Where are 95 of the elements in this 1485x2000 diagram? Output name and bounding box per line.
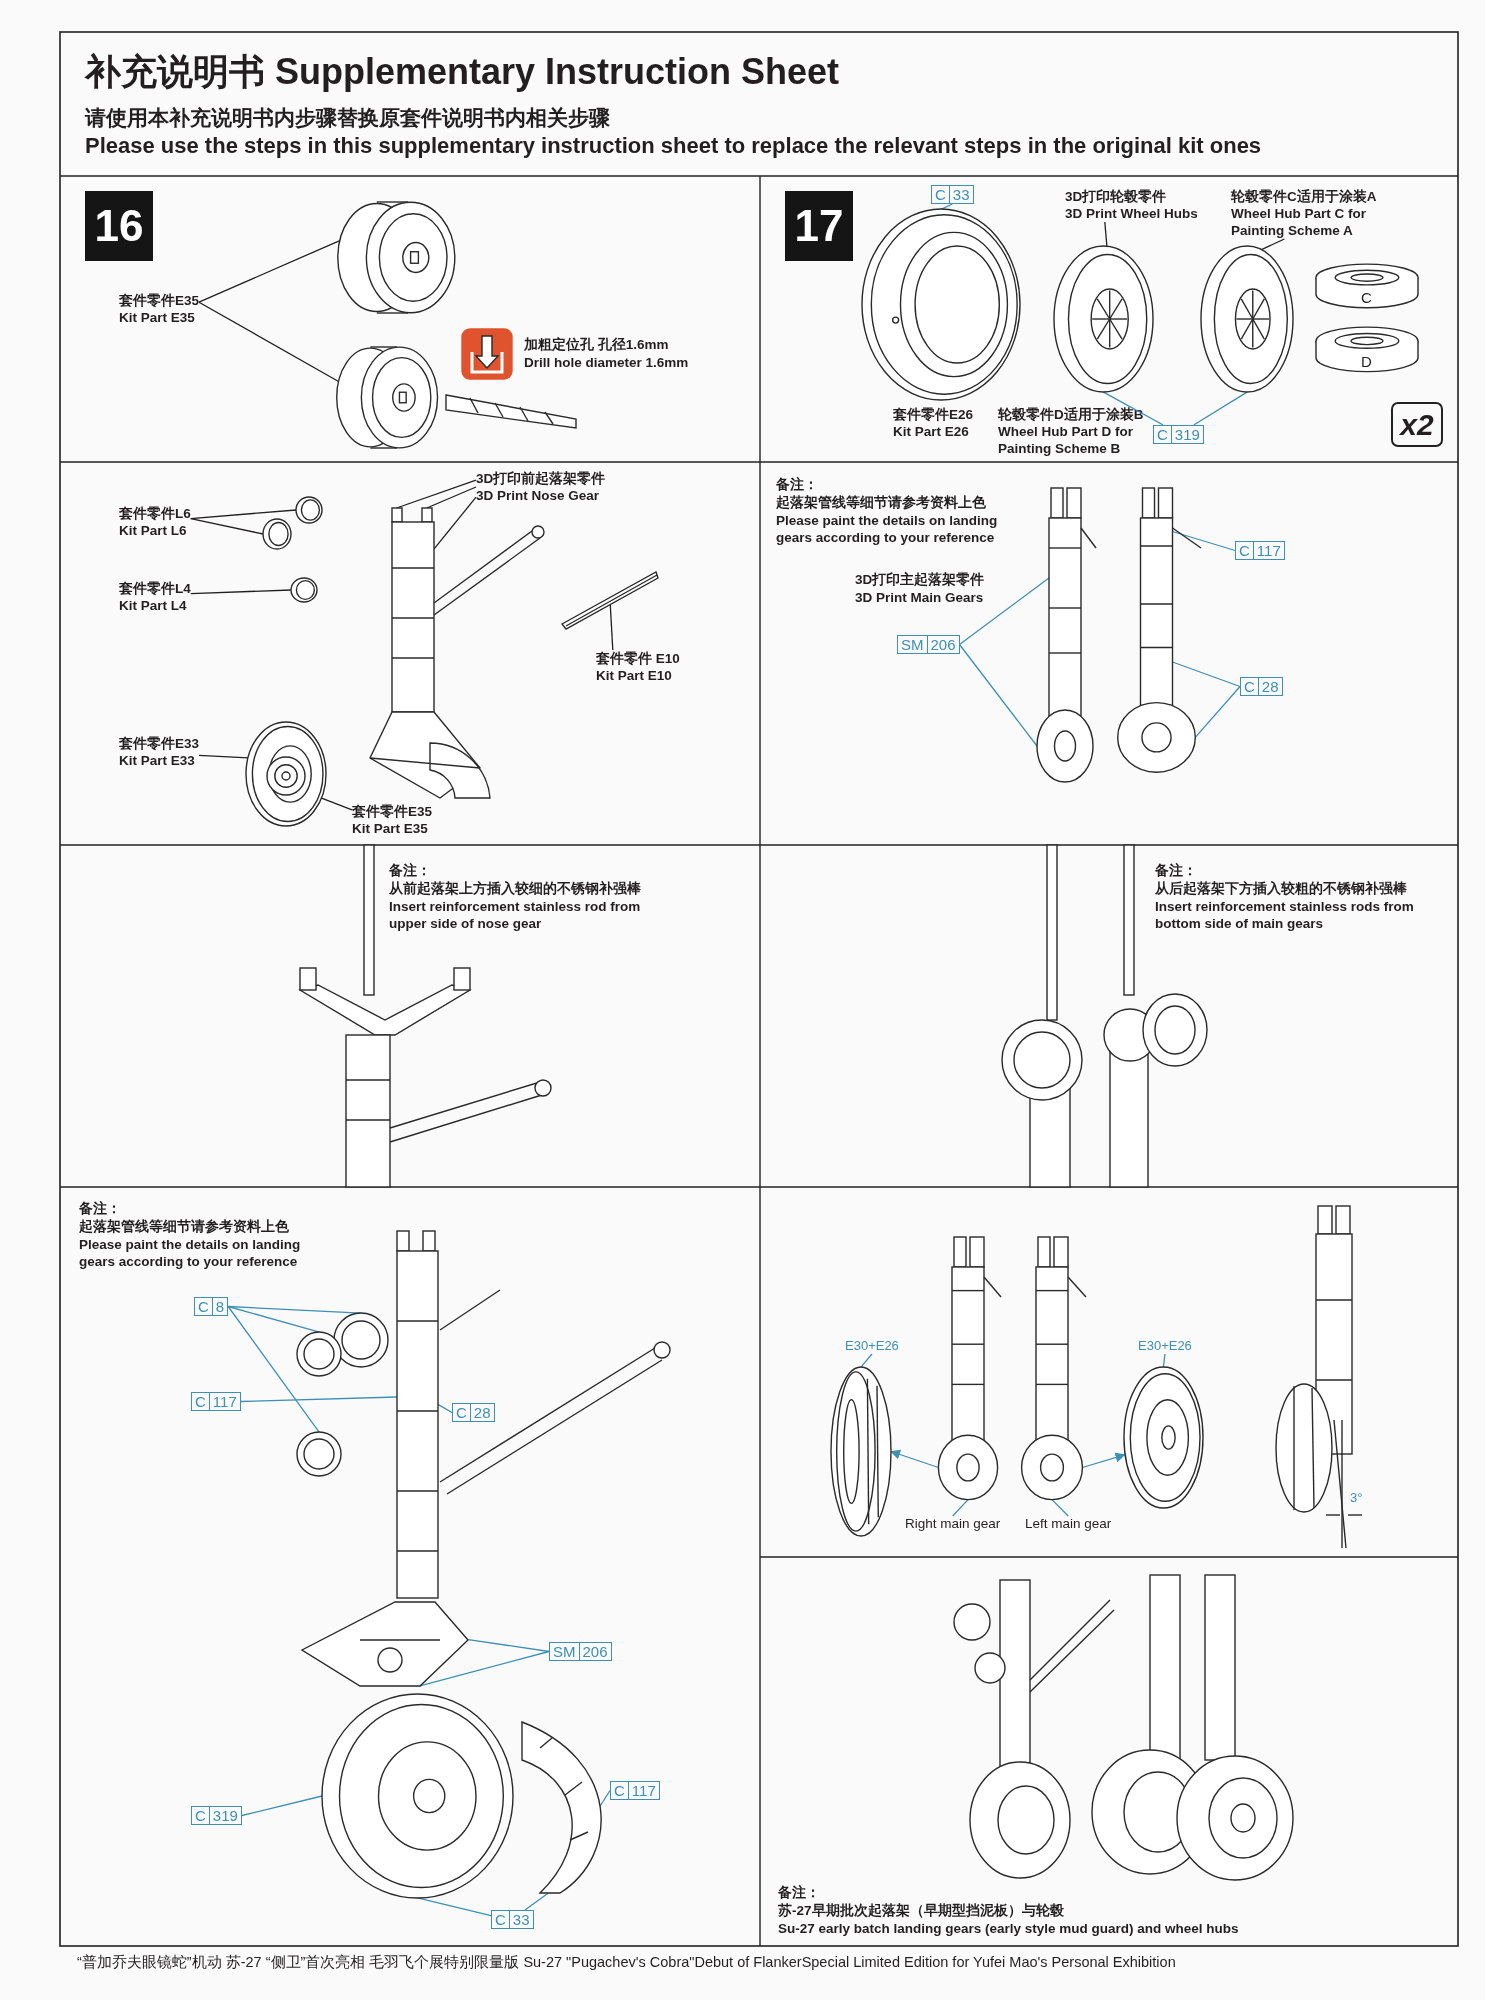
part-label: Kit Part L6 [119, 522, 188, 539]
part-label: Wheel Hub Part C for Painting Scheme A [1231, 205, 1367, 239]
footer-text: “普加乔夫眼镜蛇”机动 苏-27 “侧卫”首次亮相 毛羽飞个展特别限量版 Su-27 "Pugachev's Cobra"Debut of FlankerSpecial Limited Edition for Yufei Mao's Personal Exhibition [77, 1953, 1176, 1971]
leader-line [1102, 391, 1164, 426]
callout-box: C 319 [191, 1806, 242, 1825]
note-text: Insert reinforcement stainless rods from bottom side of main gears [1155, 898, 1415, 932]
callout-box: C 28 [452, 1403, 495, 1422]
part-label: 3D Print Nose Gear [476, 487, 601, 504]
part-label: E30+E26 [845, 1338, 899, 1354]
part-label: Kit Part L4 [119, 597, 188, 614]
part-label: 套件零件L4 [119, 580, 191, 597]
note-text: 起落架管线等细节请参考资料上色 [79, 1218, 289, 1235]
note-text: Please paint the details on landing gears according to your reference [79, 1236, 302, 1270]
part-label: 套件零件L6 [119, 505, 191, 522]
callout-box: C 117 [610, 1781, 660, 1800]
note-heading: 备注： [79, 1200, 121, 1217]
part-label: 轮毂零件D适用于涂装B [998, 406, 1144, 423]
leader-line [860, 1353, 873, 1368]
part-label: 3D打印主起落架零件 [855, 571, 985, 588]
callout-box: SM 206 [897, 635, 960, 654]
leader-line [198, 754, 249, 759]
part-label: 套件零件E33 [119, 735, 200, 752]
callout-box: C 319 [1153, 425, 1204, 444]
note-text: Drill hole diameter 1.6mm [524, 354, 689, 371]
note-text: Su-27 early batch landing gears (early style mud guard) and wheel hubs [778, 1920, 1239, 1937]
part-label: 套件零件E35 [119, 292, 200, 309]
leader-line [190, 589, 292, 595]
part-label: 3D打印轮毂零件 [1065, 188, 1168, 205]
leader-line [241, 1795, 323, 1817]
callout-box: C 33 [491, 1910, 534, 1929]
leader-line [227, 1305, 320, 1333]
part-label: 3D Print Main Gears [855, 589, 984, 606]
callout-box: C 117 [1235, 541, 1285, 560]
leader-line [190, 517, 264, 535]
note-text: Insert reinforcement stainless rod from upper side of nose gear [389, 898, 642, 932]
leader-line [958, 643, 1038, 747]
arrow [890, 1449, 940, 1469]
leader-line [952, 1498, 969, 1517]
leader-line [1162, 1353, 1166, 1368]
part-label: Right main gear [905, 1516, 1001, 1532]
note-heading: 备注： [389, 862, 431, 879]
part-label: 套件零件E26 [893, 406, 974, 423]
subtitle: Please use the steps in this supplementary instruction sheet to replace the relevant steps in the original kit ones [85, 133, 1263, 159]
part-label: 轮毂零件C适用于涂装A [1231, 188, 1378, 205]
leader-line [198, 301, 340, 383]
callout-box: C 28 [1240, 677, 1283, 696]
leader-line [190, 509, 297, 520]
part-label: 套件零件E35 [352, 803, 433, 820]
note-text: 从前起落架上方插入较细的不锈钢补强棒 [389, 880, 641, 897]
part-letter: D [1361, 352, 1372, 370]
part-label: Kit Part E10 [596, 667, 673, 684]
leader-line [467, 1638, 550, 1653]
angle-label: 3° [1350, 1490, 1363, 1507]
part-label: E30+E26 [1138, 1338, 1192, 1354]
part-letter: C [1361, 289, 1372, 307]
quantity-box: x2 [1391, 402, 1443, 447]
leader-line [940, 203, 953, 210]
note-heading: 备注： [776, 476, 818, 493]
leader-line [227, 1305, 320, 1434]
part-label: Left main gear [1025, 1516, 1112, 1532]
arrow [1081, 1452, 1126, 1469]
leader-line [433, 496, 477, 550]
part-label: 3D Print Wheel Hubs [1065, 205, 1198, 222]
step-number: 17 [785, 191, 853, 261]
title: 补充说明书 Supplementary Instruction Sheet [85, 50, 840, 94]
note-heading: 备注： [1155, 862, 1197, 879]
leader-line [1194, 685, 1241, 739]
leader-line [1171, 530, 1236, 552]
leader-line [958, 577, 1050, 646]
leader-line [240, 1396, 398, 1403]
leader-line [426, 486, 477, 509]
leader-line [1171, 661, 1241, 688]
note-text: 从后起落架下方插入较粗的不锈钢补强棒 [1155, 880, 1407, 897]
leader-line [1193, 391, 1248, 426]
note-text: 起落架管线等细节请参考资料上色 [776, 494, 986, 511]
callout-box: C 117 [191, 1392, 241, 1411]
leader-line [437, 1403, 453, 1414]
part-label: Kit Part E35 [119, 309, 196, 326]
step-number: 16 [85, 191, 153, 261]
note-text: 加粗定位孔 孔径1.6mm [524, 336, 669, 353]
note-text: 苏-27早期批次起落架（早期型挡泥板）与轮毂 [778, 1902, 1064, 1919]
subtitle: 请使用本补充说明书内步骤替换原套件说明书内相关步骤 [85, 106, 611, 131]
part-label: Wheel Hub Part D for Painting Scheme B [998, 423, 1134, 457]
callout-box: SM 206 [549, 1642, 612, 1661]
leader-line [524, 1892, 549, 1911]
note-text: Please paint the details on landing gears according to your reference [776, 512, 999, 546]
callout-box: C 33 [931, 185, 974, 204]
part-label: Kit Part E26 [893, 423, 969, 440]
callout-box: C 8 [194, 1297, 229, 1316]
part-label: Kit Part E35 [352, 820, 429, 837]
part-label: Kit Part E33 [119, 752, 196, 769]
leader-line [1051, 1498, 1069, 1517]
note-heading: 备注： [778, 1884, 820, 1901]
part-label: 3D打印前起落架零件 [476, 470, 606, 487]
part-label: 套件零件 E10 [596, 650, 680, 667]
